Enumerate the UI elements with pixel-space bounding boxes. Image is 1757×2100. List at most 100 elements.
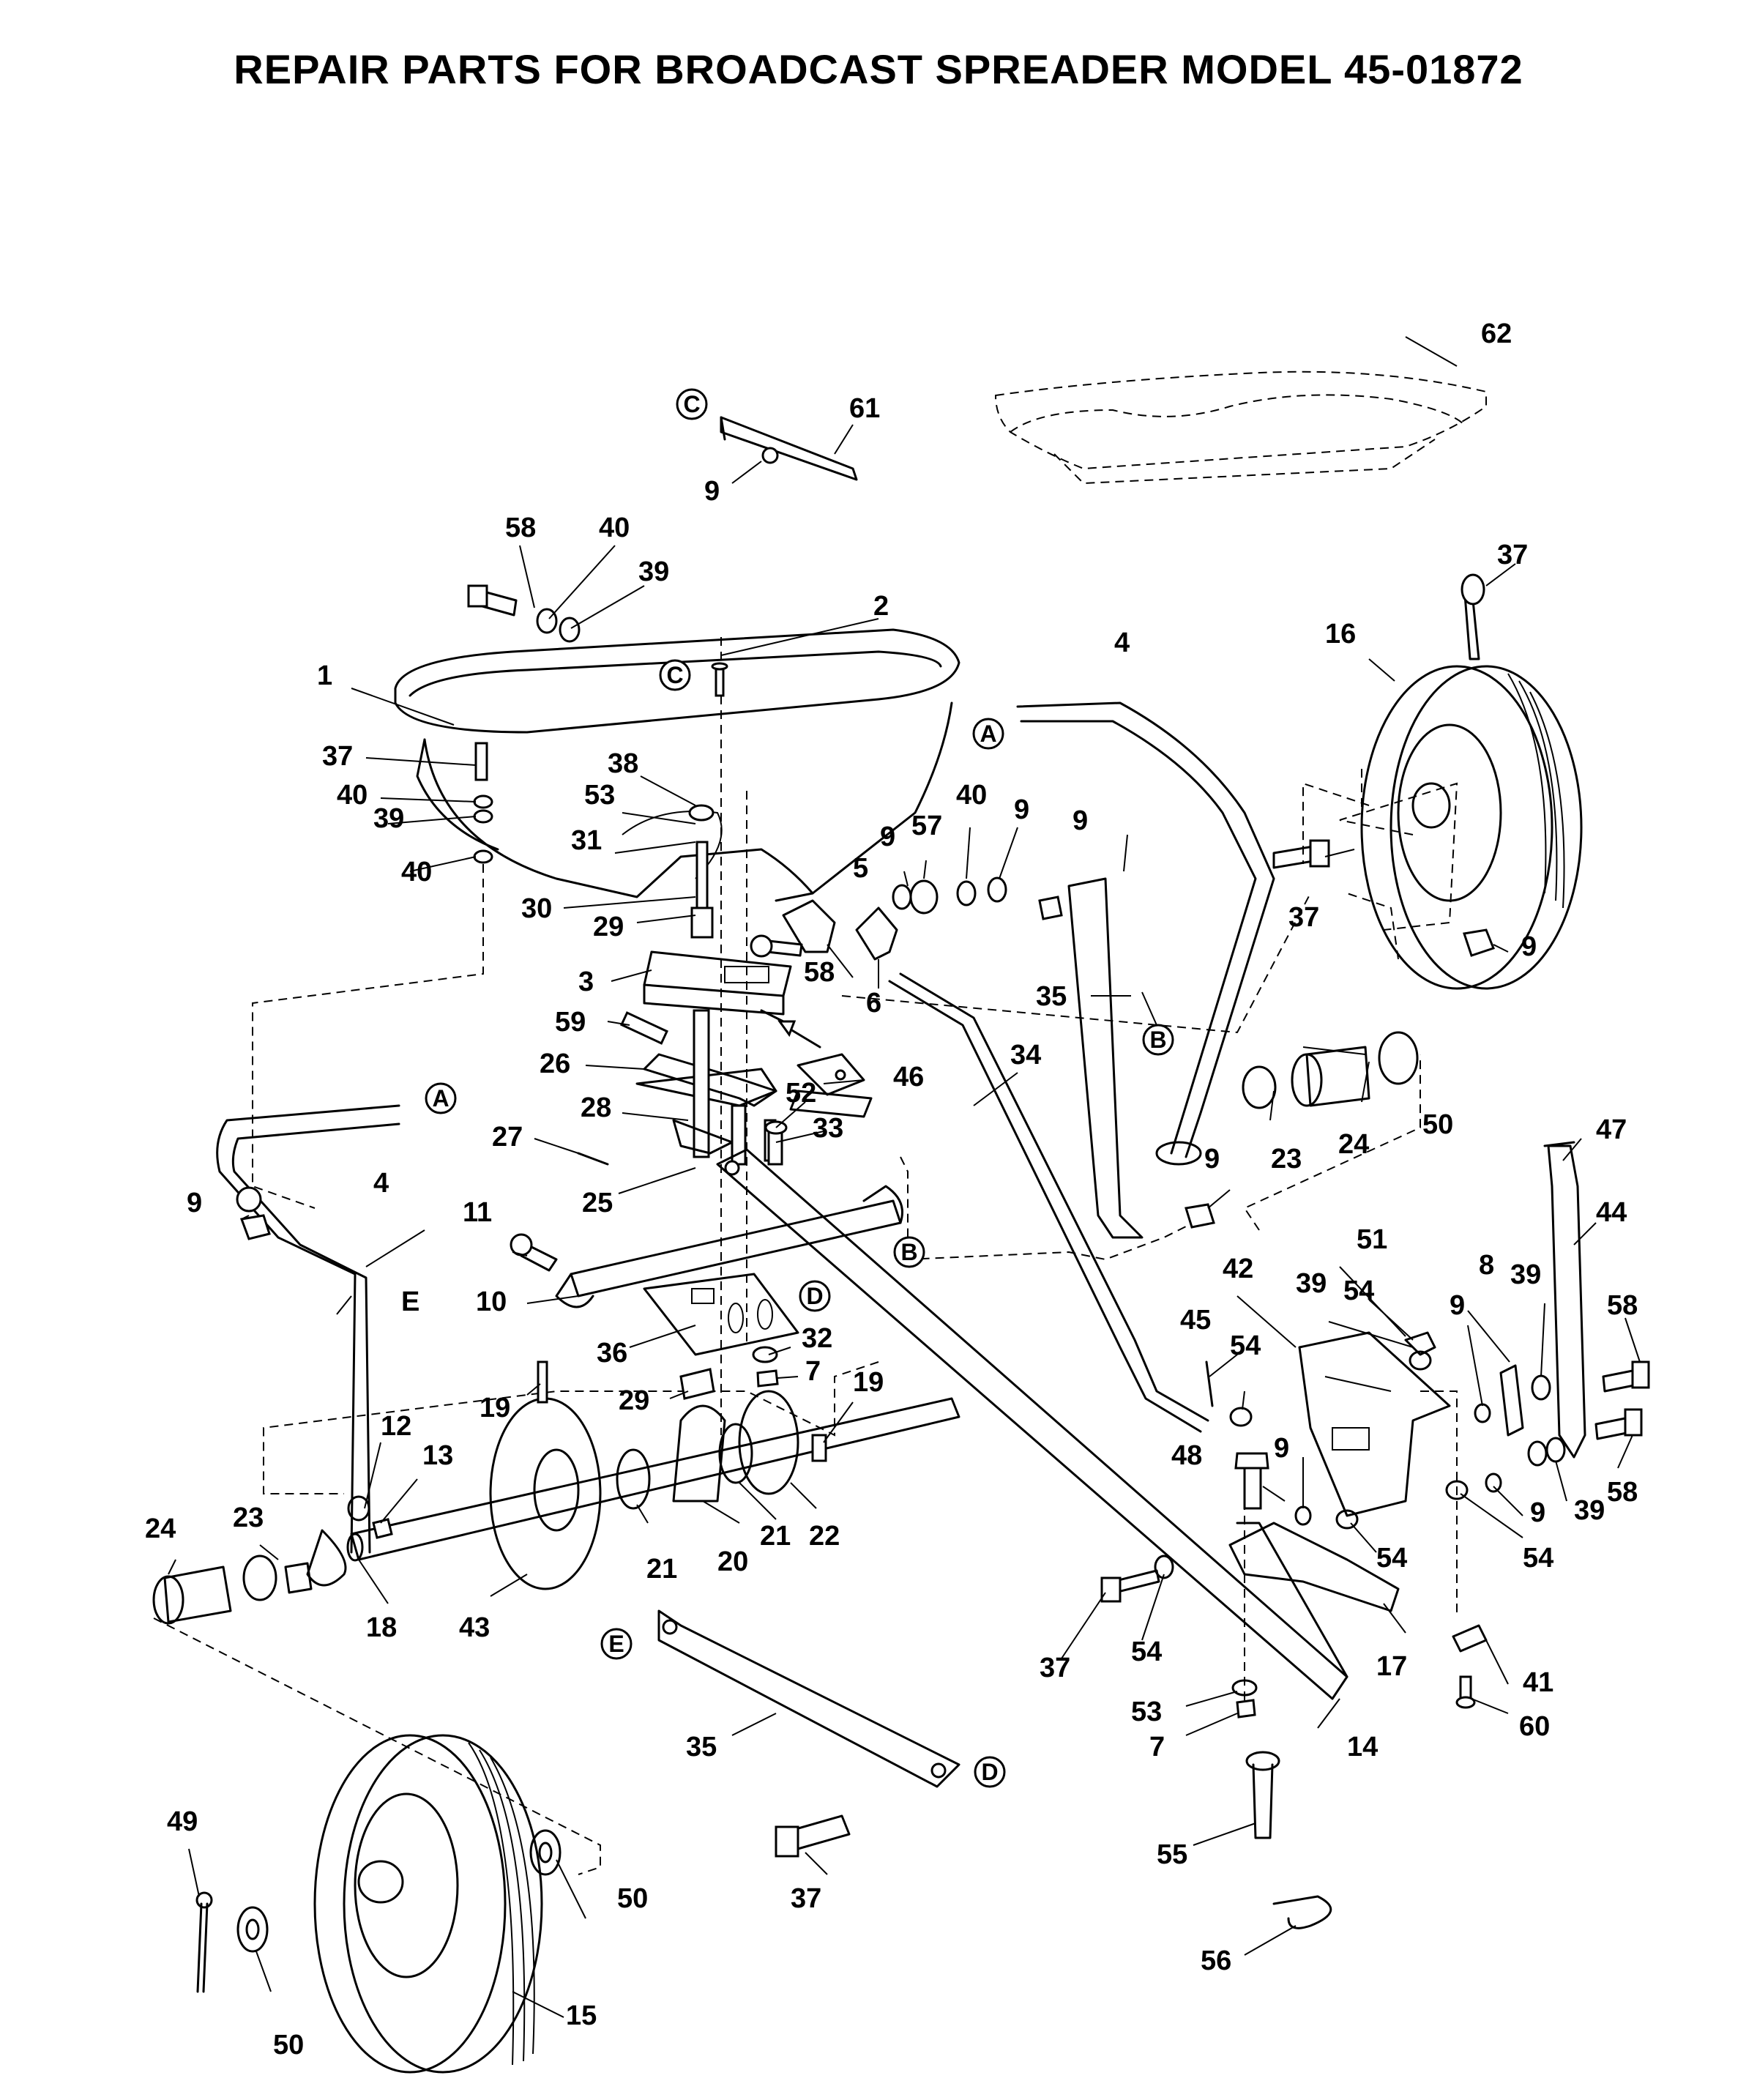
bracket-61 <box>720 416 858 481</box>
svg-text:D: D <box>806 1283 823 1309</box>
plate-36 <box>643 1273 799 1356</box>
callout-39: 39 <box>1296 1268 1327 1299</box>
callout-37: 37 <box>1497 540 1528 570</box>
svg-text:C: C <box>683 391 700 417</box>
callout-9: 9 <box>187 1188 202 1218</box>
ref-marker-d-low: D <box>974 1756 1006 1788</box>
callout-39: 39 <box>373 803 404 834</box>
wheel-15 <box>313 1734 543 2074</box>
hopper-cover-62 <box>994 371 1487 485</box>
callout-34: 34 <box>1010 1040 1041 1071</box>
callout-17: 17 <box>1376 1651 1407 1682</box>
frame-14 <box>716 1148 1348 1700</box>
callout-54: 54 <box>1523 1543 1553 1574</box>
callout-9: 9 <box>1530 1497 1545 1528</box>
callout-37: 37 <box>1288 902 1319 933</box>
callout-58: 58 <box>505 513 536 543</box>
callout-52: 52 <box>786 1078 816 1109</box>
callout-55: 55 <box>1157 1839 1187 1870</box>
callout-29: 29 <box>619 1385 649 1416</box>
callout-38: 38 <box>608 748 638 779</box>
callout-37: 37 <box>1040 1653 1070 1683</box>
callout-40: 40 <box>401 857 432 887</box>
callout-47: 47 <box>1596 1114 1627 1145</box>
callout-21: 21 <box>760 1521 791 1552</box>
callout-9: 9 <box>880 822 895 852</box>
callout-48: 48 <box>1171 1440 1202 1471</box>
callout-10: 10 <box>476 1287 507 1317</box>
callout-39: 39 <box>1574 1495 1605 1526</box>
bracket-17 <box>1228 1522 1400 1612</box>
callout-36: 36 <box>597 1338 627 1369</box>
callout-54: 54 <box>1230 1330 1261 1361</box>
svg-text:A: A <box>432 1085 449 1112</box>
callout-22: 22 <box>809 1521 840 1552</box>
callout-30: 30 <box>521 893 552 924</box>
svg-text:E: E <box>608 1631 624 1657</box>
callout-7: 7 <box>1149 1732 1165 1762</box>
callout-25: 25 <box>582 1188 613 1218</box>
callout-32: 32 <box>802 1323 832 1354</box>
hardware <box>239 573 1650 1858</box>
callout-50: 50 <box>1422 1109 1453 1140</box>
callout-35: 35 <box>686 1732 717 1762</box>
callout-40: 40 <box>956 780 987 811</box>
link-8 <box>1499 1364 1524 1437</box>
callout-9: 9 <box>1073 805 1088 836</box>
svg-text:B: B <box>900 1239 917 1265</box>
callout-33: 33 <box>813 1113 843 1144</box>
svg-text:B: B <box>1149 1027 1166 1053</box>
callout-9: 9 <box>704 476 720 507</box>
svg-text:A: A <box>980 721 996 747</box>
cotter-pin-49 <box>195 1891 213 1993</box>
callout-9: 9 <box>1450 1290 1465 1321</box>
ref-marker-a-right: A <box>972 718 1004 750</box>
handle-4-right <box>1016 701 1275 1166</box>
frame-35-lower <box>657 1609 960 1788</box>
callout-4: 4 <box>373 1168 389 1199</box>
callout-8: 8 <box>1479 1250 1494 1281</box>
callout-44: 44 <box>1596 1197 1627 1228</box>
callout-37: 37 <box>322 741 353 772</box>
callout-54: 54 <box>1343 1276 1374 1306</box>
callout-56: 56 <box>1201 1946 1231 1976</box>
callout-9: 9 <box>1014 794 1029 825</box>
ref-marker-e-handle: E <box>401 1287 419 1317</box>
callout-3: 3 <box>578 967 594 997</box>
frame-35-upper <box>1067 877 1144 1239</box>
callout-18: 18 <box>366 1612 397 1643</box>
callout-40: 40 <box>337 780 368 811</box>
callout-28: 28 <box>581 1092 611 1123</box>
callout-26: 26 <box>540 1049 570 1079</box>
callout-53: 53 <box>584 780 615 811</box>
callout-35: 35 <box>1036 981 1067 1012</box>
clip-56 <box>1272 1895 1332 1929</box>
spinner-disk-43 <box>489 1397 602 1590</box>
ref-marker-c-top: C <box>676 388 708 420</box>
callout-5: 5 <box>853 853 868 884</box>
callout-14: 14 <box>1347 1732 1378 1762</box>
svg-text:E: E <box>401 1287 419 1317</box>
callout-46: 46 <box>893 1062 924 1092</box>
gear-assembly <box>616 1390 799 1510</box>
callout-40: 40 <box>599 513 630 543</box>
hopper-1 <box>394 628 960 902</box>
direction-arrow <box>777 1020 821 1049</box>
callout-20: 20 <box>717 1546 748 1577</box>
svg-text:C: C <box>666 662 683 688</box>
callout-11: 11 <box>463 1197 492 1228</box>
plate-42 <box>1298 1331 1451 1517</box>
callout-39: 39 <box>638 556 669 587</box>
callout-45: 45 <box>1180 1305 1211 1336</box>
ref-marker-b-right: B <box>1142 1024 1174 1056</box>
callout-9: 9 <box>1204 1144 1220 1174</box>
callout-58: 58 <box>1607 1290 1638 1321</box>
callout-39: 39 <box>1510 1259 1541 1290</box>
page-title: REPAIR PARTS FOR BROADCAST SPREADER MODE… <box>234 46 1523 92</box>
axle-18 <box>346 1397 960 1562</box>
callout-24: 24 <box>145 1513 176 1544</box>
callout-15: 15 <box>566 2000 597 2031</box>
ref-marker-group: A A B B C C D D E E <box>401 388 1174 1788</box>
callout-27: 27 <box>492 1122 523 1153</box>
